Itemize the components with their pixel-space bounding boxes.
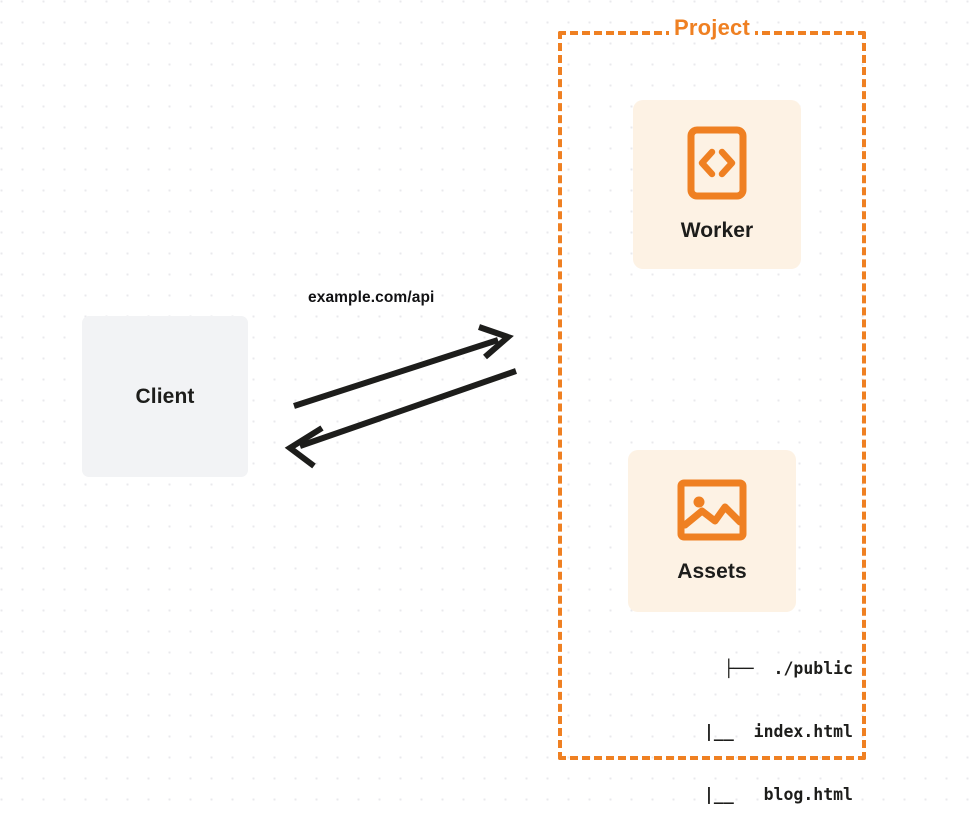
image-picture-icon bbox=[677, 479, 747, 546]
request-arrow bbox=[293, 324, 514, 409]
worker-card[interactable]: Worker bbox=[633, 100, 801, 269]
connection-label: example.com/api bbox=[308, 289, 435, 306]
project-title-wrapper: Project bbox=[669, 17, 755, 39]
file-tree-line: |__ index.html bbox=[664, 722, 853, 741]
worker-label: Worker bbox=[680, 219, 754, 242]
project-group: Project Worker Assets bbox=[558, 17, 866, 804]
response-arrow bbox=[284, 368, 517, 469]
assets-label: Assets bbox=[677, 559, 747, 583]
client-label: Client bbox=[135, 384, 195, 408]
client-node[interactable]: Client bbox=[82, 316, 248, 477]
assets-file-tree: ├── ./public |__ index.html |__ blog.htm… bbox=[608, 616, 853, 818]
code-brackets-icon bbox=[687, 126, 747, 205]
file-tree-line: ├── ./public bbox=[723, 659, 853, 678]
assets-card[interactable]: Assets bbox=[628, 450, 796, 612]
file-tree-line: |__ blog.html bbox=[664, 785, 853, 804]
project-title: Project bbox=[674, 15, 750, 40]
